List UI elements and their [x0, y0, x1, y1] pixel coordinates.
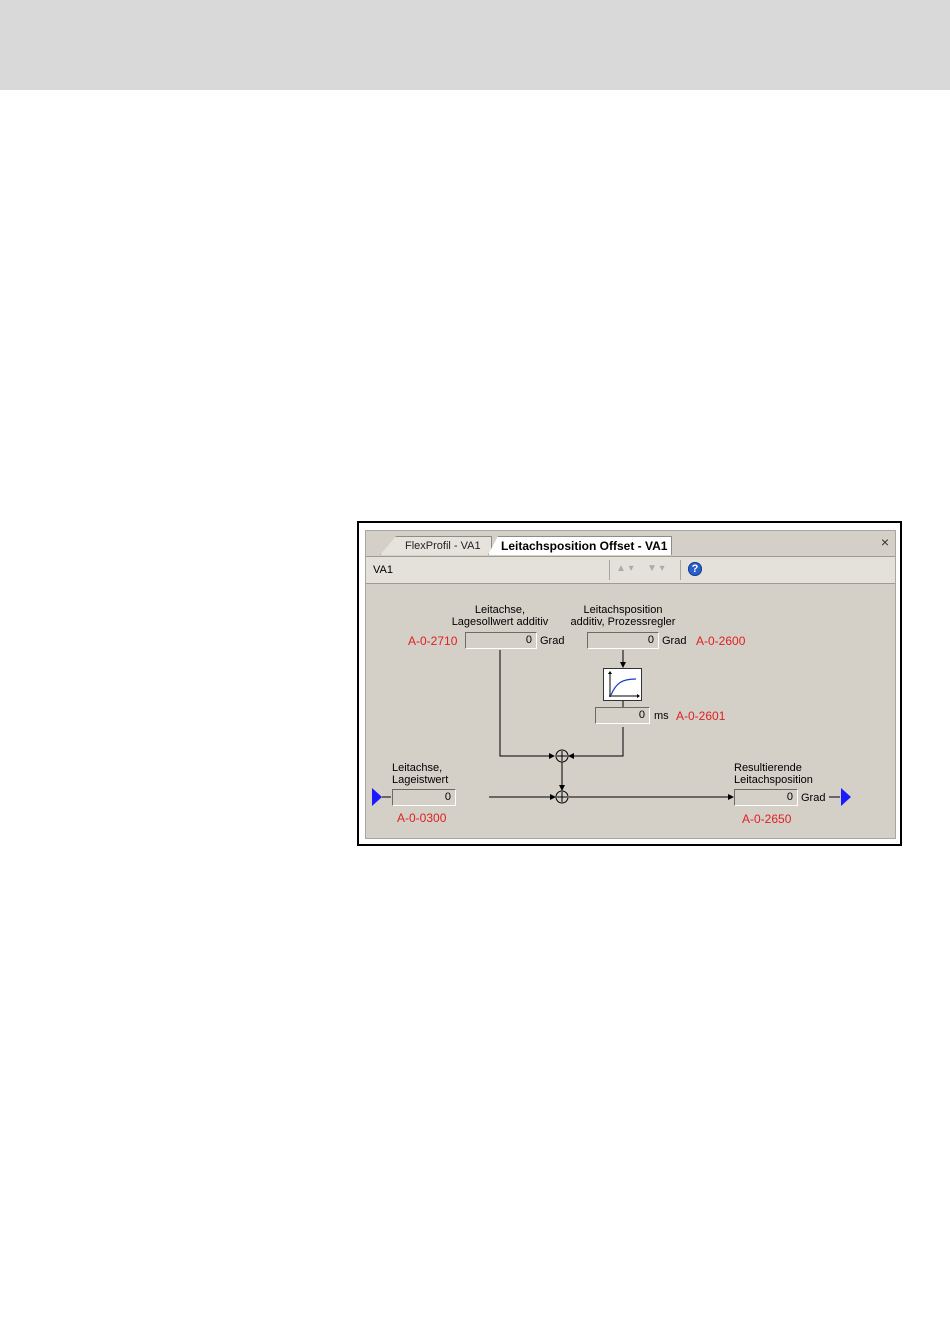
param-a-0-2650: A-0-2650: [742, 812, 791, 826]
resultierende-unit: Grad: [801, 792, 825, 804]
param-a-0-2601: A-0-2601: [676, 709, 725, 723]
param-a-0-2600: A-0-2600: [696, 634, 745, 648]
parameter-window: FlexProfil - VA1 Leitachsposition Offset…: [365, 530, 896, 839]
prozessregler-label-line2: additiv, Prozessregler: [562, 616, 684, 628]
prozessregler-unit: Grad: [662, 635, 686, 647]
prozessregler-value-field[interactable]: 0: [587, 632, 659, 649]
lageistwert-value-field[interactable]: 0: [392, 789, 456, 806]
resultierende-label-line2: Leitachsposition: [734, 774, 813, 786]
resultierende-label-line1: Resultierende: [734, 762, 802, 774]
param-a-0-2710: A-0-2710: [408, 634, 457, 648]
lagesollwert-label-line2: Lagesollwert additiv: [440, 616, 560, 628]
prozessregler-label-line1: Leitachsposition: [562, 604, 684, 616]
lagesollwert-unit: Grad: [540, 635, 564, 647]
lagesollwert-value-field[interactable]: 0: [465, 632, 537, 649]
filter-response-icon: [603, 668, 642, 701]
resultierende-value-field[interactable]: 0: [734, 789, 798, 806]
lagesollwert-label-line1: Leitachse,: [450, 604, 550, 616]
param-a-0-0300: A-0-0300: [397, 811, 446, 825]
lageistwert-label-line1: Leitachse,: [392, 762, 442, 774]
filter-unit: ms: [654, 710, 669, 722]
page-header-band: [0, 0, 950, 90]
filter-time-field[interactable]: 0: [595, 707, 650, 724]
lageistwert-label-line2: Lageistwert: [392, 774, 448, 786]
